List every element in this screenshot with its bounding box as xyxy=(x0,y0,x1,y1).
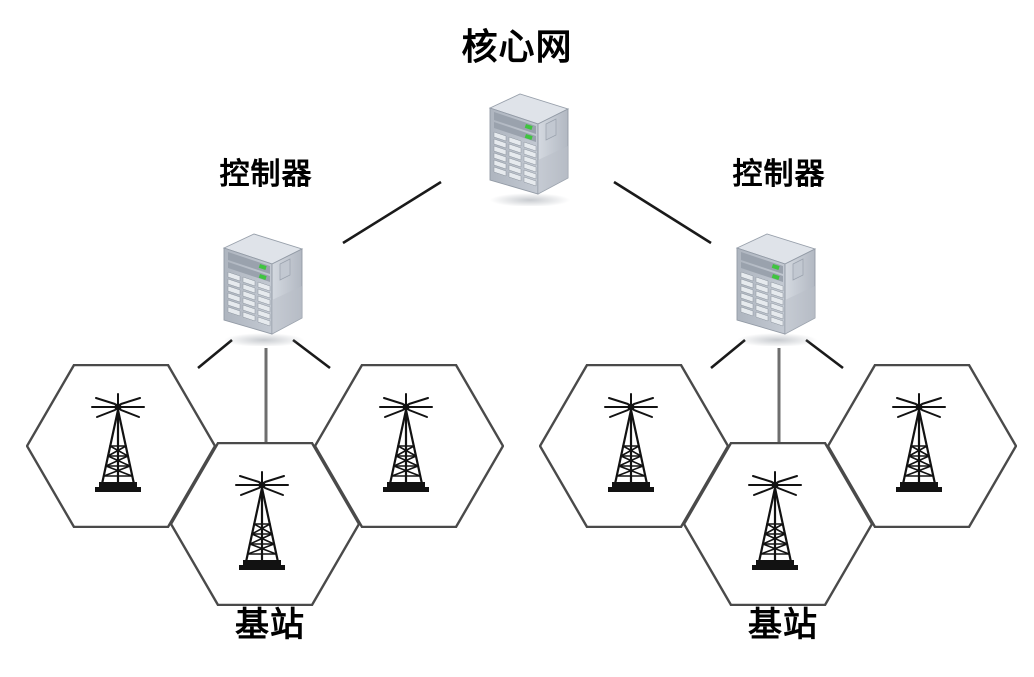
server-led xyxy=(524,134,533,140)
server-icon-controller-left[interactable] xyxy=(216,228,308,346)
controller-right-label: 控制器 xyxy=(732,157,826,192)
cell-tower-icon-left-2 xyxy=(226,470,298,574)
tower-base xyxy=(900,482,938,488)
server-drive-bays xyxy=(740,271,784,327)
server-led xyxy=(771,264,780,270)
link-controller-right-core xyxy=(613,180,712,245)
link-controller-left-cell1 xyxy=(197,338,233,370)
server-shadow xyxy=(224,333,304,346)
cell-tower-icon-right-1 xyxy=(595,392,667,496)
core-network-label: 核心网 xyxy=(461,27,573,68)
server-led xyxy=(771,274,780,280)
link-controller-left-cell3 xyxy=(292,338,331,370)
server-vent xyxy=(279,258,291,281)
server-led xyxy=(258,274,267,280)
cell-tower-icon-left-3 xyxy=(370,392,442,496)
tower-base xyxy=(612,482,650,488)
base-station-right-label: 基站 xyxy=(748,605,818,645)
cell-tower-icon-right-3 xyxy=(883,392,955,496)
server-led xyxy=(258,264,267,270)
link-controller-right-cell3 xyxy=(805,338,844,370)
tower-base xyxy=(756,560,794,566)
tower-base xyxy=(387,482,425,488)
server-shadow xyxy=(490,193,570,206)
tower-base xyxy=(99,482,137,488)
server-vent xyxy=(792,258,804,281)
tower-base xyxy=(243,560,281,566)
server-drive-bays xyxy=(227,271,271,327)
server-icon-controller-right[interactable] xyxy=(729,228,821,346)
controller-left-label: 控制器 xyxy=(219,157,313,192)
server-drive-bays xyxy=(493,131,537,187)
server-vent xyxy=(545,118,557,141)
server-icon-core[interactable] xyxy=(482,88,574,206)
base-station-left-label: 基站 xyxy=(235,605,305,645)
server-shadow xyxy=(737,333,817,346)
server-bezel xyxy=(741,252,783,274)
server-bezel xyxy=(228,252,270,274)
cell-tower-icon-left-1 xyxy=(82,392,154,496)
link-controller-left-core xyxy=(342,180,442,245)
link-controller-right-cell1 xyxy=(710,338,746,370)
cell-tower-icon-right-2 xyxy=(739,470,811,574)
server-led xyxy=(524,123,533,130)
server-bezel xyxy=(494,112,536,134)
